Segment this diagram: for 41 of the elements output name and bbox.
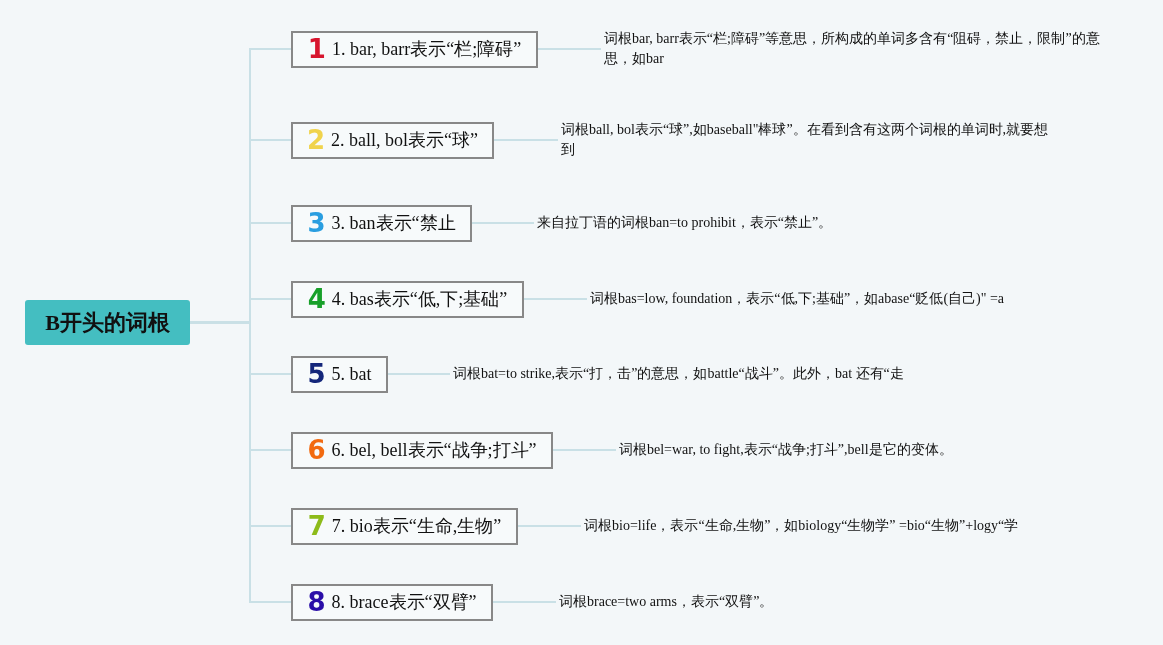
topic-box: [291, 507, 518, 545]
priority-number: 2: [306, 127, 326, 153]
topic-box: [291, 583, 493, 621]
note-text: 词根bel=war, to fight,表示“战争;打斗”,bell是它的变体。: [619, 440, 953, 460]
priority-number: 8: [307, 589, 326, 615]
priority-number: 3: [307, 210, 326, 236]
topic-label: 4. bas表示“低,下;基础”: [331, 288, 508, 310]
topic-label: 3. ban表示“禁止: [331, 212, 456, 234]
connector-line: [492, 601, 557, 603]
topic-box: [291, 204, 472, 242]
connector-line: [387, 373, 451, 375]
note-text: 词根bas=low, foundation，表示“低,下;基础”，如abase“贬低(自己)" =a: [590, 289, 1005, 309]
connector-line: [471, 222, 535, 224]
note-text: 词根bar, barr表示“栏;障碍”等意思，所构成的单词多含有“阻碍，禁止，限制”的意思，如bar: [604, 29, 1104, 69]
topic-box: [291, 431, 553, 469]
connector-line: [517, 525, 582, 527]
priority-number: 1: [307, 36, 326, 62]
topic-label: 5. bat: [331, 363, 372, 385]
root-topic: B开头的词根: [25, 300, 190, 345]
connector-line: [493, 139, 559, 141]
topic-label: 8. brace表示“双臂”: [331, 591, 477, 613]
topic-box: [291, 121, 494, 159]
connector-line: [537, 48, 602, 50]
note-text: 词根bio=life，表示“生命,生物”，如biology“生物学” =bio“生物”+logy“学: [584, 516, 1019, 536]
topic-box: [291, 355, 388, 393]
topic-label: 2. ball, bol表示“球”: [331, 129, 479, 151]
priority-number: 5: [307, 361, 326, 387]
topic-label: 7. bio表示“生命,生物”: [331, 515, 502, 537]
note-text: 词根ball, bol表示“球”,如baseball"棒球”。在看到含有这两个词根的单词时,就要想到: [561, 120, 1051, 160]
topic-box: [291, 30, 538, 68]
priority-number: 4: [307, 286, 326, 312]
priority-number: 6: [307, 437, 326, 463]
connector-line: [552, 449, 617, 451]
connector-line: [523, 298, 588, 300]
topic-label: 1. bar, barr表示“栏;障碍”: [331, 38, 522, 60]
note-text: 词根bat=to strike,表示“打，击”的意思，如battle“战斗”。此外，bat 还有“走: [453, 364, 904, 384]
priority-number: 7: [307, 513, 326, 539]
topic-label: 6. bel, bell表示“战争;打斗”: [331, 439, 537, 461]
topic-box: [291, 280, 524, 318]
note-text: 词根brace=two arms，表示“双臂”。: [559, 592, 774, 612]
note-text: 来自拉丁语的词根ban=to prohibit，表示“禁止”。: [537, 213, 833, 233]
